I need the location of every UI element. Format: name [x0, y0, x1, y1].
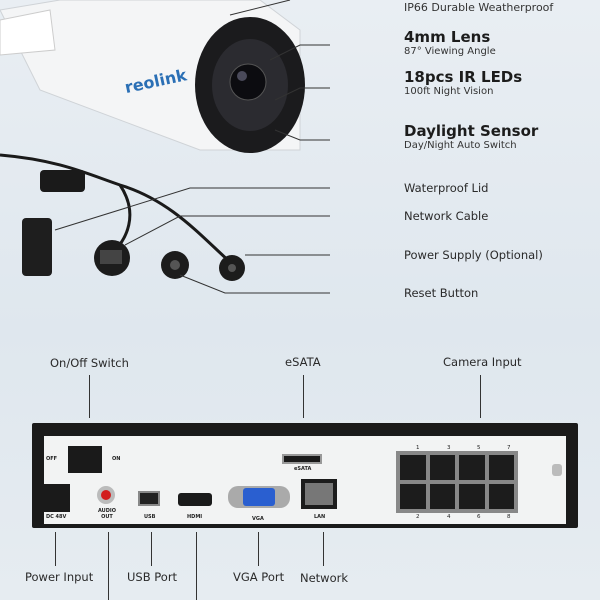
- esata-port[interactable]: [282, 454, 322, 464]
- vga-label: VGA: [252, 516, 264, 522]
- label-camera-input: Camera Input: [443, 355, 522, 369]
- poe-port-8[interactable]: [488, 484, 514, 509]
- hdmi-label: HDMI: [187, 514, 203, 520]
- lan-port[interactable]: [301, 479, 337, 509]
- pointer-line: [303, 375, 304, 418]
- usb-label: USB: [144, 514, 156, 520]
- vga-port[interactable]: [228, 486, 290, 508]
- poe-port-5[interactable]: [459, 455, 485, 480]
- dc-power-port[interactable]: [44, 484, 70, 512]
- port-number: 4: [447, 514, 451, 520]
- feature-ir-leds: 18pcs IR LEDs 100ft Night Vision: [404, 68, 522, 97]
- usb-port[interactable]: [138, 491, 160, 506]
- port-number: 7: [507, 445, 511, 451]
- port-number: 3: [447, 445, 451, 451]
- feature-lens: 4mm Lens 87° Viewing Angle: [404, 28, 496, 57]
- port-number: 2: [416, 514, 420, 520]
- esata-panel-label: eSATA: [294, 466, 312, 472]
- poe-port-2[interactable]: [400, 484, 426, 509]
- label-power-input: Power Input: [25, 570, 94, 584]
- lan-label: LAN: [314, 514, 326, 520]
- dc-label: DC 48V: [46, 514, 67, 520]
- feature-subtitle: 100ft Night Vision: [404, 86, 494, 97]
- pointer-line: [323, 532, 324, 566]
- off-label: OFF: [46, 456, 58, 462]
- on-label: ON: [112, 456, 121, 462]
- poe-port-7[interactable]: [488, 455, 514, 480]
- label-usb-port: USB Port: [127, 570, 178, 584]
- poe-port-3[interactable]: [429, 455, 455, 480]
- feature-title: 18pcs IR LEDs: [404, 68, 523, 86]
- nvr-back-panel: OFF ON DC 48V AUDIO OUT USB HDMI VGA LAN…: [44, 436, 566, 524]
- port-number: 1: [416, 445, 420, 451]
- pointer-line: [258, 532, 259, 566]
- audio-out-port[interactable]: [97, 486, 115, 504]
- label-power-supply: Power Supply (Optional): [404, 248, 543, 262]
- label-network-cable: Network Cable: [404, 209, 489, 223]
- pointer-line: [196, 532, 197, 600]
- label-esata: eSATA: [285, 355, 321, 369]
- pointer-line: [108, 532, 109, 600]
- feature-weatherproof: IP66 Durable Weatherproof: [404, 1, 554, 14]
- poe-port-4[interactable]: [429, 484, 455, 509]
- camera-input-ports: [396, 451, 518, 513]
- pointer-line: [151, 532, 152, 566]
- label-network: Network: [300, 571, 349, 585]
- port-number: 5: [477, 445, 481, 451]
- label-reset-button: Reset Button: [404, 286, 479, 300]
- pointer-line: [480, 375, 481, 418]
- poe-port-6[interactable]: [459, 484, 485, 509]
- pointer-line: [55, 532, 56, 566]
- pointer-line: [89, 375, 90, 418]
- label-waterproof-lid: Waterproof Lid: [404, 181, 489, 195]
- hdmi-port[interactable]: [178, 493, 212, 506]
- port-number: 8: [507, 514, 511, 520]
- feature-daylight-sensor: Daylight Sensor Day/Night Auto Switch: [404, 122, 538, 151]
- power-switch[interactable]: [68, 446, 102, 473]
- audio-label: AUDIO OUT: [97, 508, 117, 520]
- feature-subtitle: 87° Viewing Angle: [404, 46, 496, 57]
- camera-illustration: reolink: [0, 0, 330, 294]
- label-vga-port: VGA Port: [233, 570, 285, 584]
- port-number: 6: [477, 514, 481, 520]
- feature-title: 4mm Lens: [404, 28, 491, 46]
- ground-screw: [552, 464, 562, 476]
- poe-port-1[interactable]: [400, 455, 426, 480]
- feature-title: Daylight Sensor: [404, 122, 539, 140]
- label-on-off-switch: On/Off Switch: [50, 356, 129, 370]
- feature-subtitle: Day/Night Auto Switch: [404, 140, 517, 151]
